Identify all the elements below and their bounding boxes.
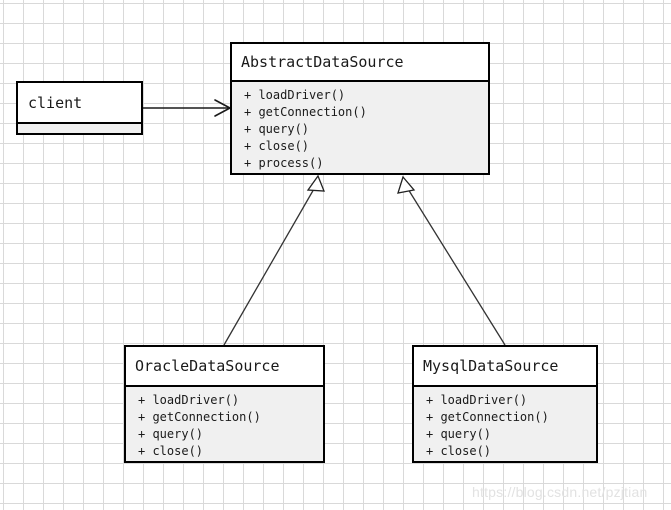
method-item: + loadDriver() [426, 393, 528, 407]
class-header-oracle-data-source: OracleDataSource [126, 347, 323, 385]
class-name-mysql-data-source: MysqlDataSource [423, 357, 559, 375]
class-name-oracle-data-source: OracleDataSource [135, 357, 280, 375]
method-item: + close() [244, 139, 310, 153]
hollow-triangle-arrowhead-icon [397, 175, 416, 194]
edge-client-to-abstract [143, 99, 232, 117]
method-item: + query() [426, 427, 492, 441]
class-name-client: client [28, 93, 83, 112]
open-arrowhead-icon [214, 99, 232, 117]
class-members-abstract-data-source: + loadDriver() + getConnection() + query… [232, 80, 488, 173]
class-header-mysql-data-source: MysqlDataSource [414, 347, 596, 385]
watermark-text: https://blog.csdn.net/pzjtian [472, 484, 648, 500]
class-header-abstract-data-source: AbstractDataSource [232, 44, 488, 80]
class-members-client [18, 122, 141, 133]
generalization-line [407, 188, 506, 346]
method-item: + close() [426, 444, 492, 458]
method-item: + process() [244, 156, 324, 170]
edge-mysql-to-abstract [397, 175, 506, 346]
class-members-oracle-data-source: + loadDriver() + getConnection() + query… [126, 385, 323, 461]
class-box-client[interactable]: client [16, 81, 143, 135]
class-box-mysql-data-source[interactable]: MysqlDataSource + loadDriver() + getConn… [412, 345, 598, 463]
method-item: + close() [138, 444, 204, 458]
method-item: + getConnection() [138, 410, 261, 424]
class-name-abstract-data-source: AbstractDataSource [241, 53, 404, 71]
hollow-triangle-arrowhead-icon [306, 174, 325, 192]
method-item: + query() [244, 122, 310, 136]
method-item: + getConnection() [244, 105, 367, 119]
class-members-mysql-data-source: + loadDriver() + getConnection() + query… [414, 385, 596, 461]
method-item: + getConnection() [426, 410, 549, 424]
method-item: + loadDriver() [244, 88, 346, 102]
edge-oracle-to-abstract [223, 174, 325, 346]
class-box-oracle-data-source[interactable]: OracleDataSource + loadDriver() + getCon… [124, 345, 325, 463]
generalization-line [223, 187, 316, 346]
method-item: + query() [138, 427, 204, 441]
class-box-abstract-data-source[interactable]: AbstractDataSource + loadDriver() + getC… [230, 42, 490, 175]
method-item: + loadDriver() [138, 393, 240, 407]
class-header-client: client [18, 83, 141, 122]
